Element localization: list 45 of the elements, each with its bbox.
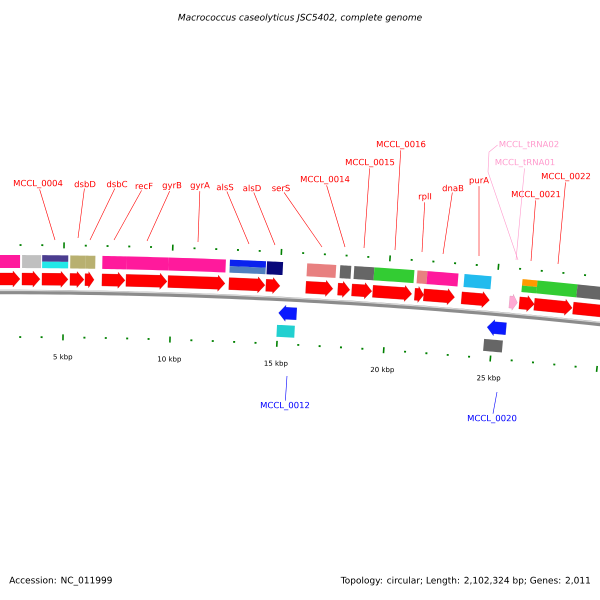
- leader-line: [478, 186, 480, 256]
- gene-label: MCCL_0012: [260, 402, 310, 410]
- leader-line: [114, 190, 142, 240]
- leader-line: [558, 182, 566, 264]
- gene-label: rplI: [418, 192, 432, 202]
- gene-label: recF: [136, 182, 153, 190]
- leader-line: [394, 150, 401, 250]
- gene-label: MCCL_0015: [346, 158, 394, 168]
- gene-label: dsbD: [74, 180, 96, 188]
- gene-label: MCCL_0016: [376, 140, 426, 150]
- gene-label: gyrA: [190, 182, 210, 190]
- gene-label: dnaB: [442, 184, 464, 192]
- gene-label: dsbC: [106, 180, 128, 188]
- leader-line: [39, 189, 56, 240]
- leader-line: [90, 188, 116, 240]
- leader-line: [226, 191, 250, 244]
- genome-info-label: Topology: circular; Length: 2,102,324 bp; Genes: 2,011: [340, 576, 590, 586]
- leader-line: [442, 192, 453, 254]
- title: Macrococcus caseolyticus JSC5402, complete genome: [178, 14, 422, 22]
- gene-label: gyrB: [162, 182, 182, 190]
- leader-line: [492, 392, 498, 414]
- leader-line: [254, 192, 276, 246]
- leader-line: [285, 376, 288, 401]
- gene-label: MCCL_0022: [542, 172, 590, 182]
- gene-label: purA: [470, 177, 489, 185]
- leader-line: [516, 168, 525, 260]
- gene-label: MCCL_0020: [468, 414, 516, 424]
- gene-label: serS: [272, 184, 290, 192]
- gene-label: MCCL_0014: [300, 176, 350, 184]
- leader-line: [78, 188, 85, 238]
- leader-line: [198, 190, 200, 242]
- leader-line: [422, 202, 426, 252]
- leader-line: [488, 144, 518, 260]
- gene-label: MCCL_tRNA02: [500, 140, 558, 150]
- leader-line: [146, 190, 170, 242]
- gene-label: MCCL_tRNA01: [496, 158, 554, 168]
- accession-label: Accession: NC_011999: [9, 576, 112, 586]
- gene-label: MCCL_0004: [14, 180, 62, 188]
- leader-line: [530, 200, 536, 262]
- leader-line: [364, 168, 370, 248]
- gene-label: alsD: [243, 184, 261, 192]
- gene-label: alsS: [216, 184, 234, 190]
- leader-line: [284, 192, 322, 248]
- leader-line: [326, 185, 346, 248]
- gene-label: MCCL_0021: [512, 190, 560, 200]
